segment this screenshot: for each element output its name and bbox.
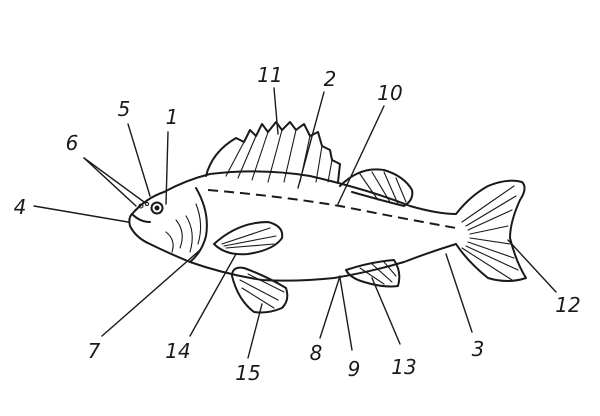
label-2: 2 xyxy=(324,67,337,91)
label-3: 3 xyxy=(472,337,485,361)
label-13: 13 xyxy=(391,355,416,379)
anal-fin xyxy=(345,259,401,288)
label-14: 14 xyxy=(165,339,190,363)
dorsal-fin xyxy=(205,121,341,183)
mouth xyxy=(131,213,151,223)
label-11: 11 xyxy=(257,63,282,87)
label-9: 9 xyxy=(348,357,361,381)
gill-cover xyxy=(165,187,208,263)
leader-lines xyxy=(33,87,557,359)
label-7: 7 xyxy=(88,339,101,363)
label-4: 4 xyxy=(14,195,27,219)
label-1: 1 xyxy=(166,105,179,129)
labels: 1 2 3 4 5 6 7 8 9 10 11 12 13 14 15 xyxy=(14,63,581,385)
pectoral-fin xyxy=(213,221,284,256)
label-5: 5 xyxy=(118,97,131,121)
nostrils xyxy=(138,201,150,209)
label-6: 6 xyxy=(66,131,79,155)
label-10: 10 xyxy=(377,81,402,105)
lateral-line xyxy=(207,189,457,229)
label-15: 15 xyxy=(235,361,260,385)
eye xyxy=(150,201,164,215)
second-dorsal-fin xyxy=(339,168,414,207)
fish-body xyxy=(128,170,457,282)
label-8: 8 xyxy=(310,341,323,365)
label-12: 12 xyxy=(555,293,580,317)
tail-fin xyxy=(455,179,527,282)
pelvic-fin xyxy=(231,266,289,314)
